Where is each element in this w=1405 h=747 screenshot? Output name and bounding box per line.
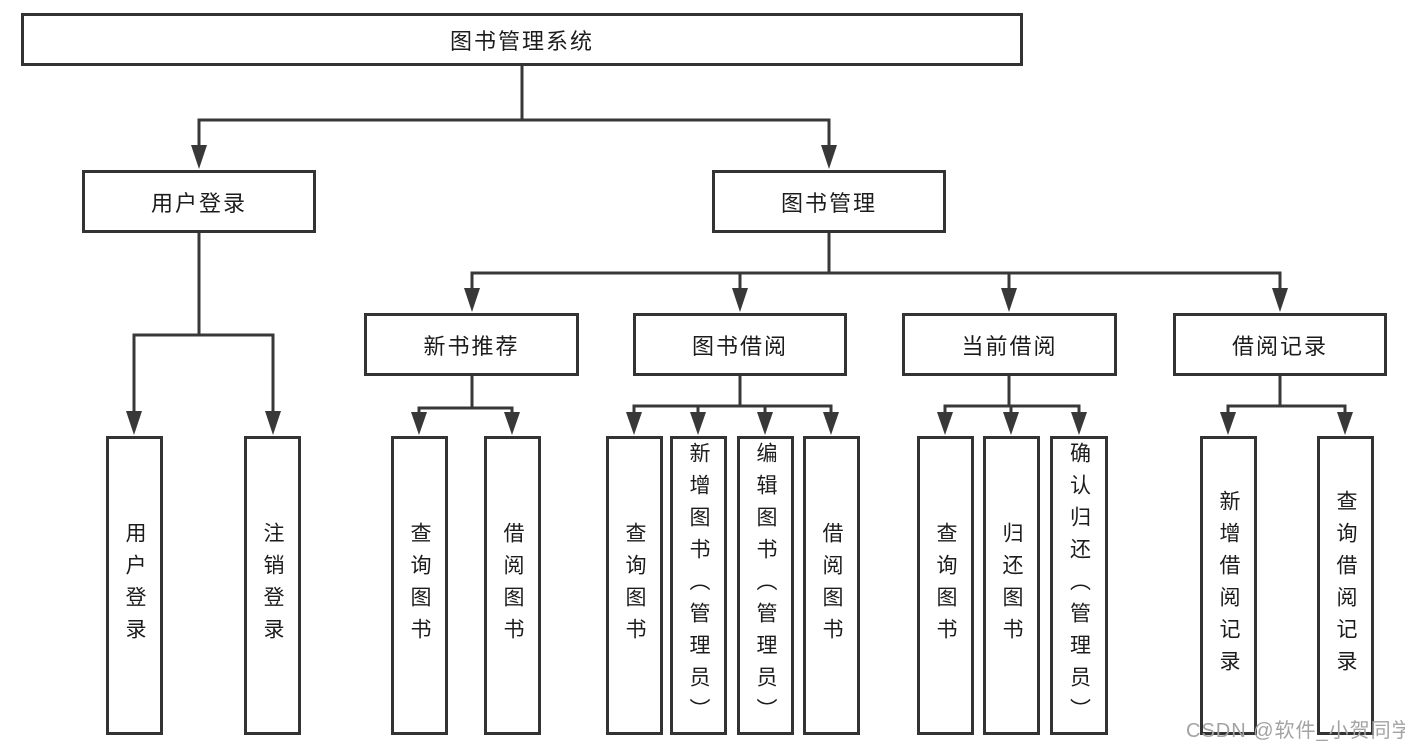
leaf-label: 查询图书	[934, 521, 957, 650]
connector-user-login-children	[132, 233, 275, 413]
node-book-management: 图书管理	[712, 170, 946, 233]
node-label: 借阅记录	[1231, 333, 1328, 359]
node-label: 图书管理系统	[449, 28, 594, 54]
node-borrow-records: 借阅记录	[1173, 313, 1387, 376]
leaf-edit-books-admin: 编辑图书（管理员）	[737, 436, 794, 735]
leaf-query-books-3: 查询图书	[917, 436, 974, 735]
leaf-label: 用户登录	[123, 521, 146, 650]
node-current-borrow: 当前借阅	[902, 313, 1117, 376]
connector-new-book-children	[417, 376, 514, 414]
node-book-borrow: 图书借阅	[633, 313, 847, 376]
leaf-logout: 注销登录	[244, 436, 301, 735]
node-new-book-recommend: 新书推荐	[364, 313, 579, 376]
node-user-login: 用户登录	[82, 170, 316, 233]
csdn-watermark: CSDN @软件_小贺同学	[1186, 720, 1405, 742]
leaf-label: 归还图书	[1000, 521, 1023, 650]
leaf-label: 查询借阅记录	[1334, 489, 1357, 682]
leaf-user-login: 用户登录	[106, 436, 163, 735]
connector-borrow-records-children	[1226, 376, 1347, 414]
leaf-label: 新增借阅记录	[1217, 489, 1240, 682]
leaf-confirm-return-admin: 确认归还（管理员）	[1050, 436, 1108, 735]
leaf-borrow-books-1: 借阅图书	[484, 436, 541, 735]
connector-book-management-children	[470, 233, 1282, 290]
leaf-borrow-books-2: 借阅图书	[803, 436, 860, 735]
node-library-management-system: 图书管理系统	[21, 13, 1023, 66]
leaf-label: 注销登录	[261, 521, 284, 650]
leaf-query-books-2: 查询图书	[606, 436, 663, 735]
leaf-add-books-admin: 新增图书（管理员）	[670, 436, 727, 735]
leaf-query-borrow-record: 查询借阅记录	[1317, 436, 1374, 735]
leaf-label: 确认归还（管理员）	[1067, 441, 1091, 730]
node-label: 图书管理	[780, 190, 877, 216]
leaf-query-books-1: 查询图书	[391, 436, 448, 735]
leaf-label: 借阅图书	[820, 521, 843, 650]
connector-root-to-level1	[197, 66, 831, 147]
connector-current-borrow-children	[943, 376, 1081, 414]
leaf-label: 新增图书（管理员）	[687, 441, 710, 730]
connector-book-borrow-children	[632, 376, 833, 414]
leaf-label: 编辑图书（管理员）	[754, 441, 777, 730]
node-label: 当前借阅	[961, 333, 1058, 359]
leaf-label: 查询图书	[408, 521, 431, 650]
leaf-return-books: 归还图书	[983, 436, 1040, 735]
arrowheads	[126, 145, 1353, 435]
leaf-add-borrow-record: 新增借阅记录	[1200, 436, 1257, 735]
leaf-label: 借阅图书	[501, 521, 524, 650]
leaf-label: 查询图书	[623, 521, 646, 650]
node-label: 用户登录	[150, 190, 247, 216]
node-label: 图书借阅	[691, 333, 788, 359]
node-label: 新书推荐	[423, 333, 520, 359]
